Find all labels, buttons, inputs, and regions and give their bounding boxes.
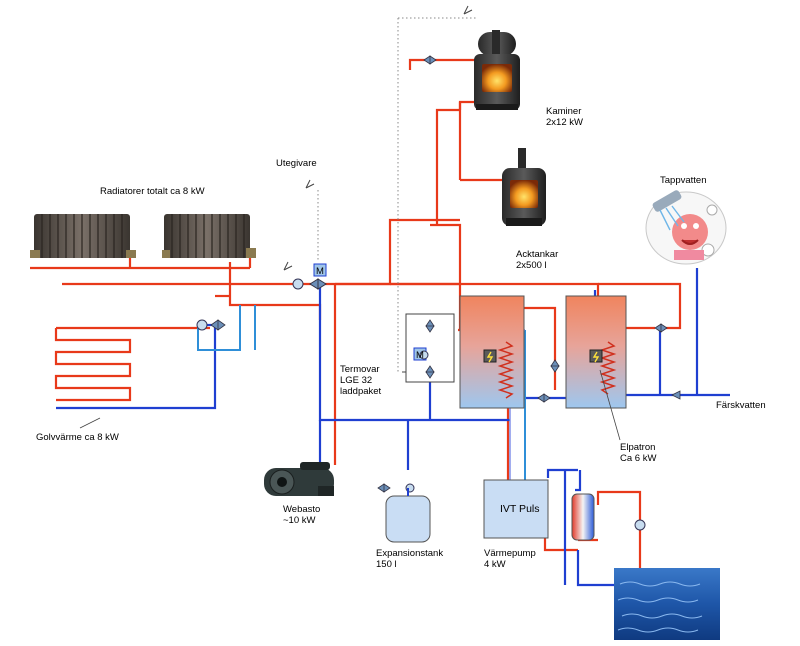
radiator-icon — [30, 214, 136, 258]
immersion-heater-power-label: Ca 6 kW — [620, 453, 656, 464]
termovar-label: Termovar — [340, 364, 380, 375]
heat-pump-power-label: 4 kW — [484, 559, 506, 570]
water-icon — [614, 568, 720, 640]
acc-tanks-label: Acktankar — [516, 249, 558, 260]
sensor-icon — [283, 5, 473, 271]
motor-valve-letter: M — [316, 266, 324, 277]
stoves-label: Kaminer — [546, 106, 581, 117]
tap-water-label: Tappvatten — [660, 175, 706, 186]
radiators-label: Radiatorer totalt ca 8 kW — [100, 186, 205, 197]
radiator-icon — [162, 214, 256, 258]
motor-valve-icon — [309, 263, 327, 290]
fresh-water-label: Färskvatten — [716, 400, 766, 411]
heater-element-icon — [483, 349, 497, 363]
heat-pump-unit — [483, 479, 549, 539]
heater-element-icon — [589, 349, 603, 363]
expansion-tank-volume-label: 150 l — [376, 559, 397, 570]
expansion-tank-label: Expansionstank — [376, 548, 443, 559]
termovar-package-label: laddpaket — [340, 386, 382, 397]
webasto-power-label: ~10 kW — [283, 515, 316, 526]
webasto-label: Webasto — [283, 504, 320, 515]
stove-icon — [474, 30, 520, 110]
heat-pump-label: Värmepump — [484, 548, 536, 559]
shower-icon — [645, 190, 727, 265]
floor-heating-label: Golvvärme ca 8 kW — [36, 432, 119, 443]
stoves-power-label: 2x12 kW — [546, 117, 583, 128]
outdoor-sensor-label: Utegivare — [276, 158, 317, 169]
motor-valve-letter: M — [416, 350, 424, 361]
stove-icon — [502, 148, 546, 226]
expansion-tank — [385, 488, 431, 543]
circulation-pump-icon — [196, 278, 646, 531]
check-valve-icon — [210, 55, 681, 493]
termovar-model-label: LGE 32 — [340, 375, 372, 386]
ivt-puls-label: IVT Puls — [500, 503, 540, 515]
return-pipes — [197, 305, 526, 480]
heat-exchanger-icon — [571, 493, 595, 541]
acc-tanks-volume-label: 2x500 l — [516, 260, 547, 271]
generator-icon — [264, 462, 334, 496]
sensor-wires — [317, 17, 476, 372]
immersion-heater-label: Elpatron — [620, 442, 655, 453]
